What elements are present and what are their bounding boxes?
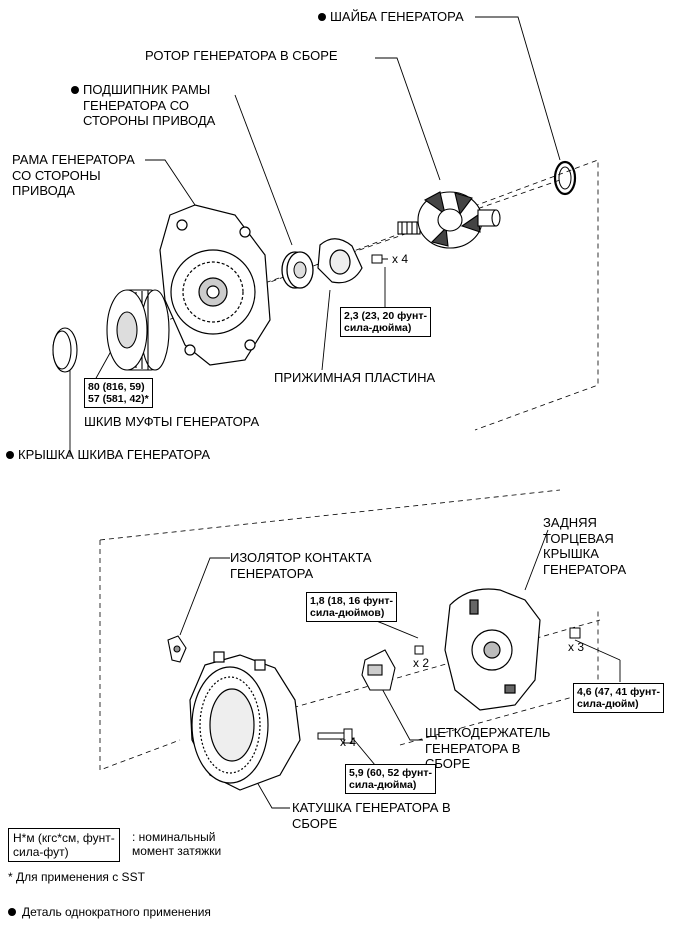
terminal-insulator <box>167 635 187 663</box>
torque-pulley: 80 (816, 59) 57 (581, 42)* <box>84 378 153 408</box>
label-retainer-plate: ПРИЖИМНАЯ ПЛАСТИНА <box>274 370 436 385</box>
clutch-pulley <box>106 289 170 371</box>
brush-holder <box>361 649 396 691</box>
brush-holder-screw <box>414 645 424 655</box>
alternator-washer <box>553 160 577 196</box>
retainer-screw <box>371 254 388 264</box>
qty-retainer-bolts: x 4 <box>392 252 409 266</box>
label-coil-assembly: КАТУШКА ГЕНЕРАТОРА В СБОРЕ <box>292 800 451 831</box>
qty-rear-cover-nuts: x 3 <box>568 640 585 654</box>
label-brush-holder: ЩЕТКОДЕРЖАТЕЛЬ ГЕНЕРАТОРА В СБОРЕ <box>425 725 551 771</box>
torque-rear-cover-nuts: 4,6 (47, 41 фунт- сила-дюйм) <box>573 683 664 713</box>
rear-end-cover <box>444 588 541 711</box>
label-pulley-cap: КРЫШКА ШКИВА ГЕНЕРАТОРА <box>18 447 211 462</box>
label-alternator-washer: ШАЙБА ГЕНЕРАТОРА <box>330 9 464 24</box>
rotor-assembly <box>397 191 501 249</box>
label-clutch-pulley: ШКИВ МУФТЫ ГЕНЕРАТОРА <box>84 414 260 429</box>
drive-end-frame <box>159 204 271 366</box>
legend-single-use: Деталь однократного применения <box>22 905 211 919</box>
label-rear-end-cover: ЗАДНЯЯ ТОРЦЕВАЯ КРЫШКА ГЕНЕРАТОРА <box>543 515 627 577</box>
pulley-cap <box>52 327 78 373</box>
label-drive-end-bearing: ПОДШИПНИК РАМЫ ГЕНЕРАТОРА СО СТОРОНЫ ПРИ… <box>83 82 216 128</box>
coil-bolt <box>317 728 353 744</box>
rear-cover-nut <box>569 627 581 639</box>
legend-unit-description: : номинальный момент затяжки <box>132 830 222 858</box>
label-terminal-insulator: ИЗОЛЯТОР КОНТАКТА ГЕНЕРАТОРА <box>230 550 372 581</box>
coil-assembly <box>189 651 301 791</box>
retainer-plate <box>317 238 363 284</box>
torque-retainer-bolts: 2,3 (23, 20 фунт- сила-дюйма) <box>340 307 431 337</box>
qty-brush-holder-screws: x 2 <box>413 656 430 670</box>
legend-unit-box: Н*м (кгс*см, фунт- сила-фут) <box>8 828 120 862</box>
label-rotor-assembly: РОТОР ГЕНЕРАТОРА В СБОРЕ <box>145 48 338 63</box>
label-drive-end-frame: РАМА ГЕНЕРАТОРА СО СТОРОНЫ ПРИВОДА <box>12 152 135 198</box>
torque-brush-holder-screws: 1,8 (18, 16 фунт- сила-дюймов) <box>306 592 397 622</box>
drive-end-bearing <box>281 251 314 289</box>
single-use-bullets <box>6 13 326 916</box>
leader-lines <box>69 16 621 809</box>
torque-coil-bolts: 5,9 (60, 52 фунт- сила-дюйма) <box>345 764 436 794</box>
legend-sst-note: * Для применения с SST <box>8 870 145 884</box>
qty-coil-bolts: x 4 <box>340 735 357 749</box>
